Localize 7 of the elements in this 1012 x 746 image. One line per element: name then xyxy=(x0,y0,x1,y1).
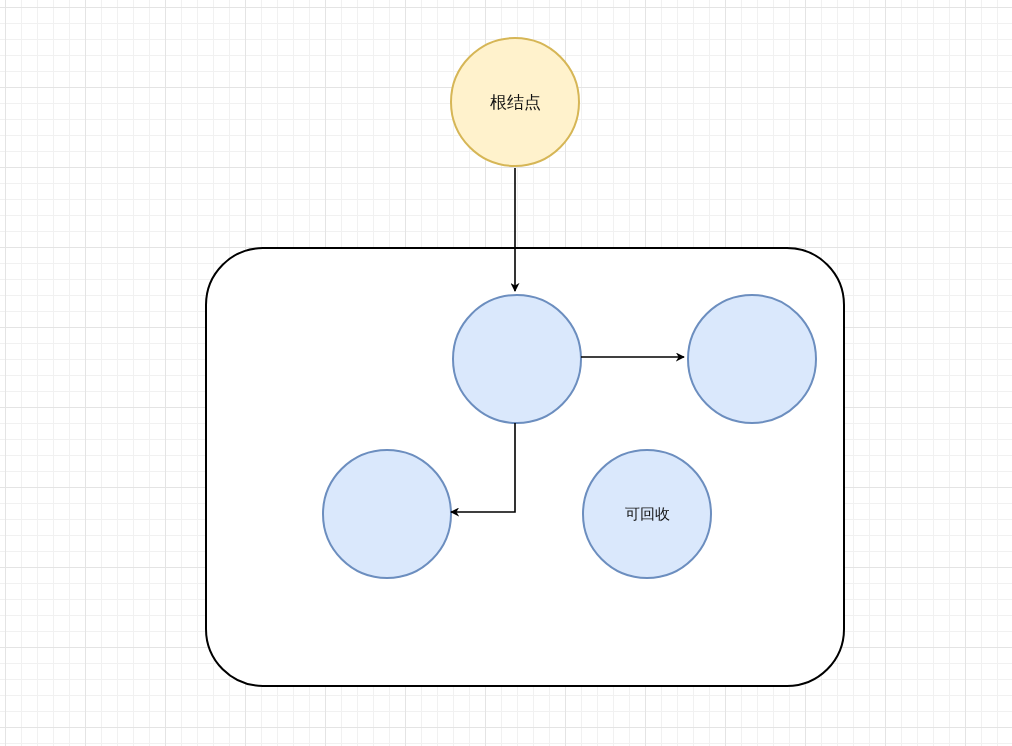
circle-node xyxy=(450,37,580,167)
arrow xyxy=(510,167,520,292)
container-box xyxy=(205,247,845,687)
node-label: 可回收 xyxy=(624,504,670,524)
arrow xyxy=(580,352,685,362)
node-label: 根结点 xyxy=(489,90,541,114)
arrow xyxy=(450,422,516,517)
